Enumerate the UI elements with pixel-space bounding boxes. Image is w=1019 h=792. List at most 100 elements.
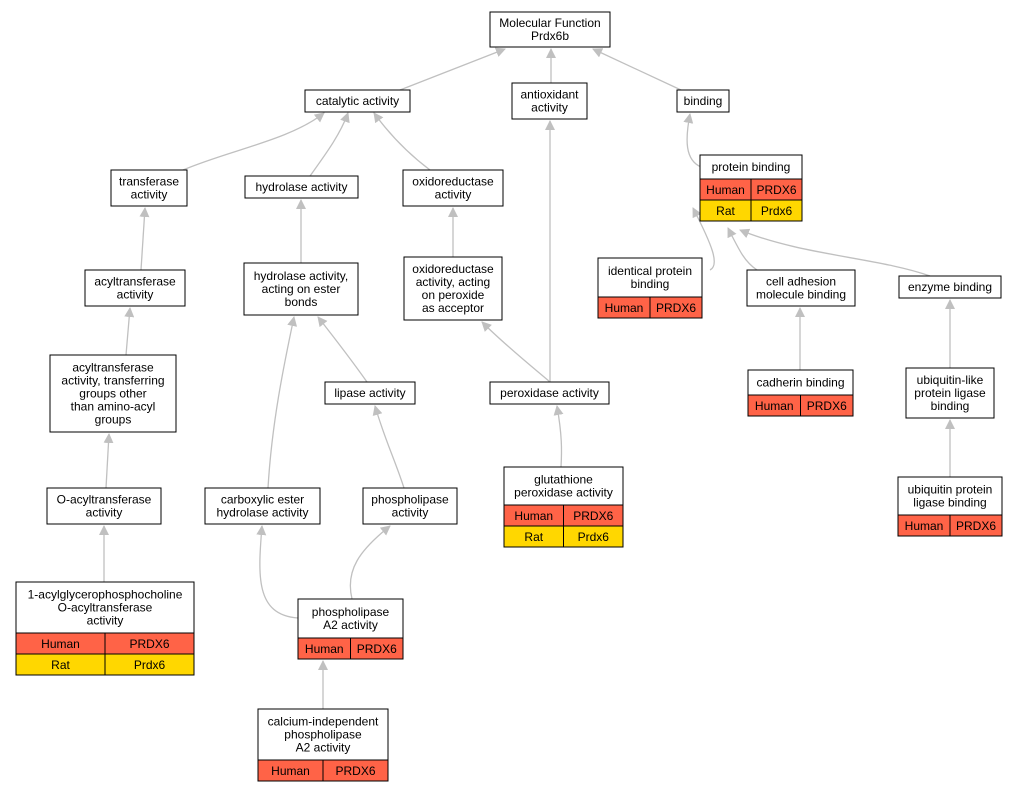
node-label: glutathione [534, 473, 593, 487]
node-label: binding [931, 399, 970, 413]
node-label: hydrolase activity [216, 506, 308, 520]
node-box [403, 256, 503, 321]
node-acylglycero[interactable]: 1-acylglycerophosphocholineO-acyltransfe… [15, 581, 195, 676]
node-label: groups other [79, 387, 146, 401]
gene-symbol: PRDX6 [807, 399, 847, 413]
edge-arrow [692, 207, 715, 271]
node-peroxidase[interactable]: peroxidase activity [489, 381, 610, 405]
node-label: cell adhesion [766, 275, 836, 289]
node-box [898, 275, 1002, 299]
gene-symbol: PRDX6 [756, 183, 796, 197]
node-label: ubiquitin-like [917, 373, 984, 387]
node-label: ligase binding [913, 496, 986, 510]
node-label: phospholipase [284, 728, 362, 742]
node-label: binding [684, 94, 723, 108]
gene-symbol: PRDX6 [956, 519, 996, 533]
edge-arrow [683, 113, 702, 168]
node-label: activity [131, 188, 168, 202]
node-lipase[interactable]: lipase activity [324, 381, 416, 405]
node-box [489, 11, 611, 48]
node-label: activity [435, 188, 472, 202]
gene-symbol: Prdx6 [578, 530, 610, 544]
gene-symbol: PRDX6 [335, 764, 375, 778]
node-label: 1-acylglycerophosphocholine [28, 588, 183, 602]
node-label: activity, acting [416, 275, 490, 289]
node-box [362, 487, 458, 525]
node-label: activity [117, 288, 154, 302]
node-label: A2 activity [296, 741, 351, 755]
species-name: Human [271, 764, 310, 778]
edge-arrow [103, 433, 114, 489]
node-box [511, 82, 588, 120]
node-label: catalytic activity [316, 94, 399, 108]
node-hydrolase[interactable]: hydrolase activity [244, 175, 359, 199]
species-name: Human [305, 642, 344, 656]
species-name: Human [905, 519, 944, 533]
node-label: phospholipase [312, 605, 390, 619]
node-box [489, 381, 610, 405]
node-label: cadherin binding [756, 376, 844, 390]
edge-arrow [592, 48, 682, 91]
node-label: protein binding [712, 160, 791, 174]
node-label: Molecular Function [499, 16, 600, 30]
edges [99, 47, 955, 709]
species-name: Rat [524, 530, 543, 544]
node-box [110, 169, 188, 207]
gene-symbol: Prdx6 [761, 204, 793, 218]
node-box [905, 367, 995, 419]
species-name: Rat [51, 658, 70, 672]
node-label: binding [631, 277, 670, 291]
edge-arrow [182, 112, 325, 171]
node-label: carboxylic ester [221, 493, 304, 507]
node-box [746, 269, 856, 307]
edge-arrow [349, 525, 391, 600]
edge-arrow [739, 228, 931, 277]
node-label: molecule binding [756, 288, 846, 302]
node-box [244, 175, 359, 199]
node-enzyme-binding[interactable]: enzyme binding [898, 275, 1002, 299]
edge-arrow [309, 112, 350, 177]
node-label: acyltransferase [94, 275, 176, 289]
node-label: oxidoreductase [412, 175, 494, 189]
species-name: Human [755, 399, 794, 413]
node-box [46, 487, 162, 525]
node-label: O-acyltransferase [57, 493, 152, 507]
node-box [84, 269, 186, 307]
node-catalytic[interactable]: catalytic activity [304, 89, 411, 113]
edge-arrow [399, 47, 506, 91]
node-label: hydrolase activity [255, 180, 347, 194]
node-label: protein ligase [914, 386, 986, 400]
node-label: acting on ester [262, 282, 341, 296]
node-label: groups [95, 413, 132, 427]
edge-arrow [317, 316, 368, 383]
gene-symbol: PRDX6 [129, 637, 169, 651]
node-label: Prdx6b [531, 29, 569, 43]
species-name: Human [605, 301, 644, 315]
node-label: activity [392, 506, 429, 520]
edge-arrow [267, 316, 298, 489]
node-box [402, 169, 504, 207]
node-box [204, 487, 321, 525]
node-binding[interactable]: binding [676, 89, 730, 113]
